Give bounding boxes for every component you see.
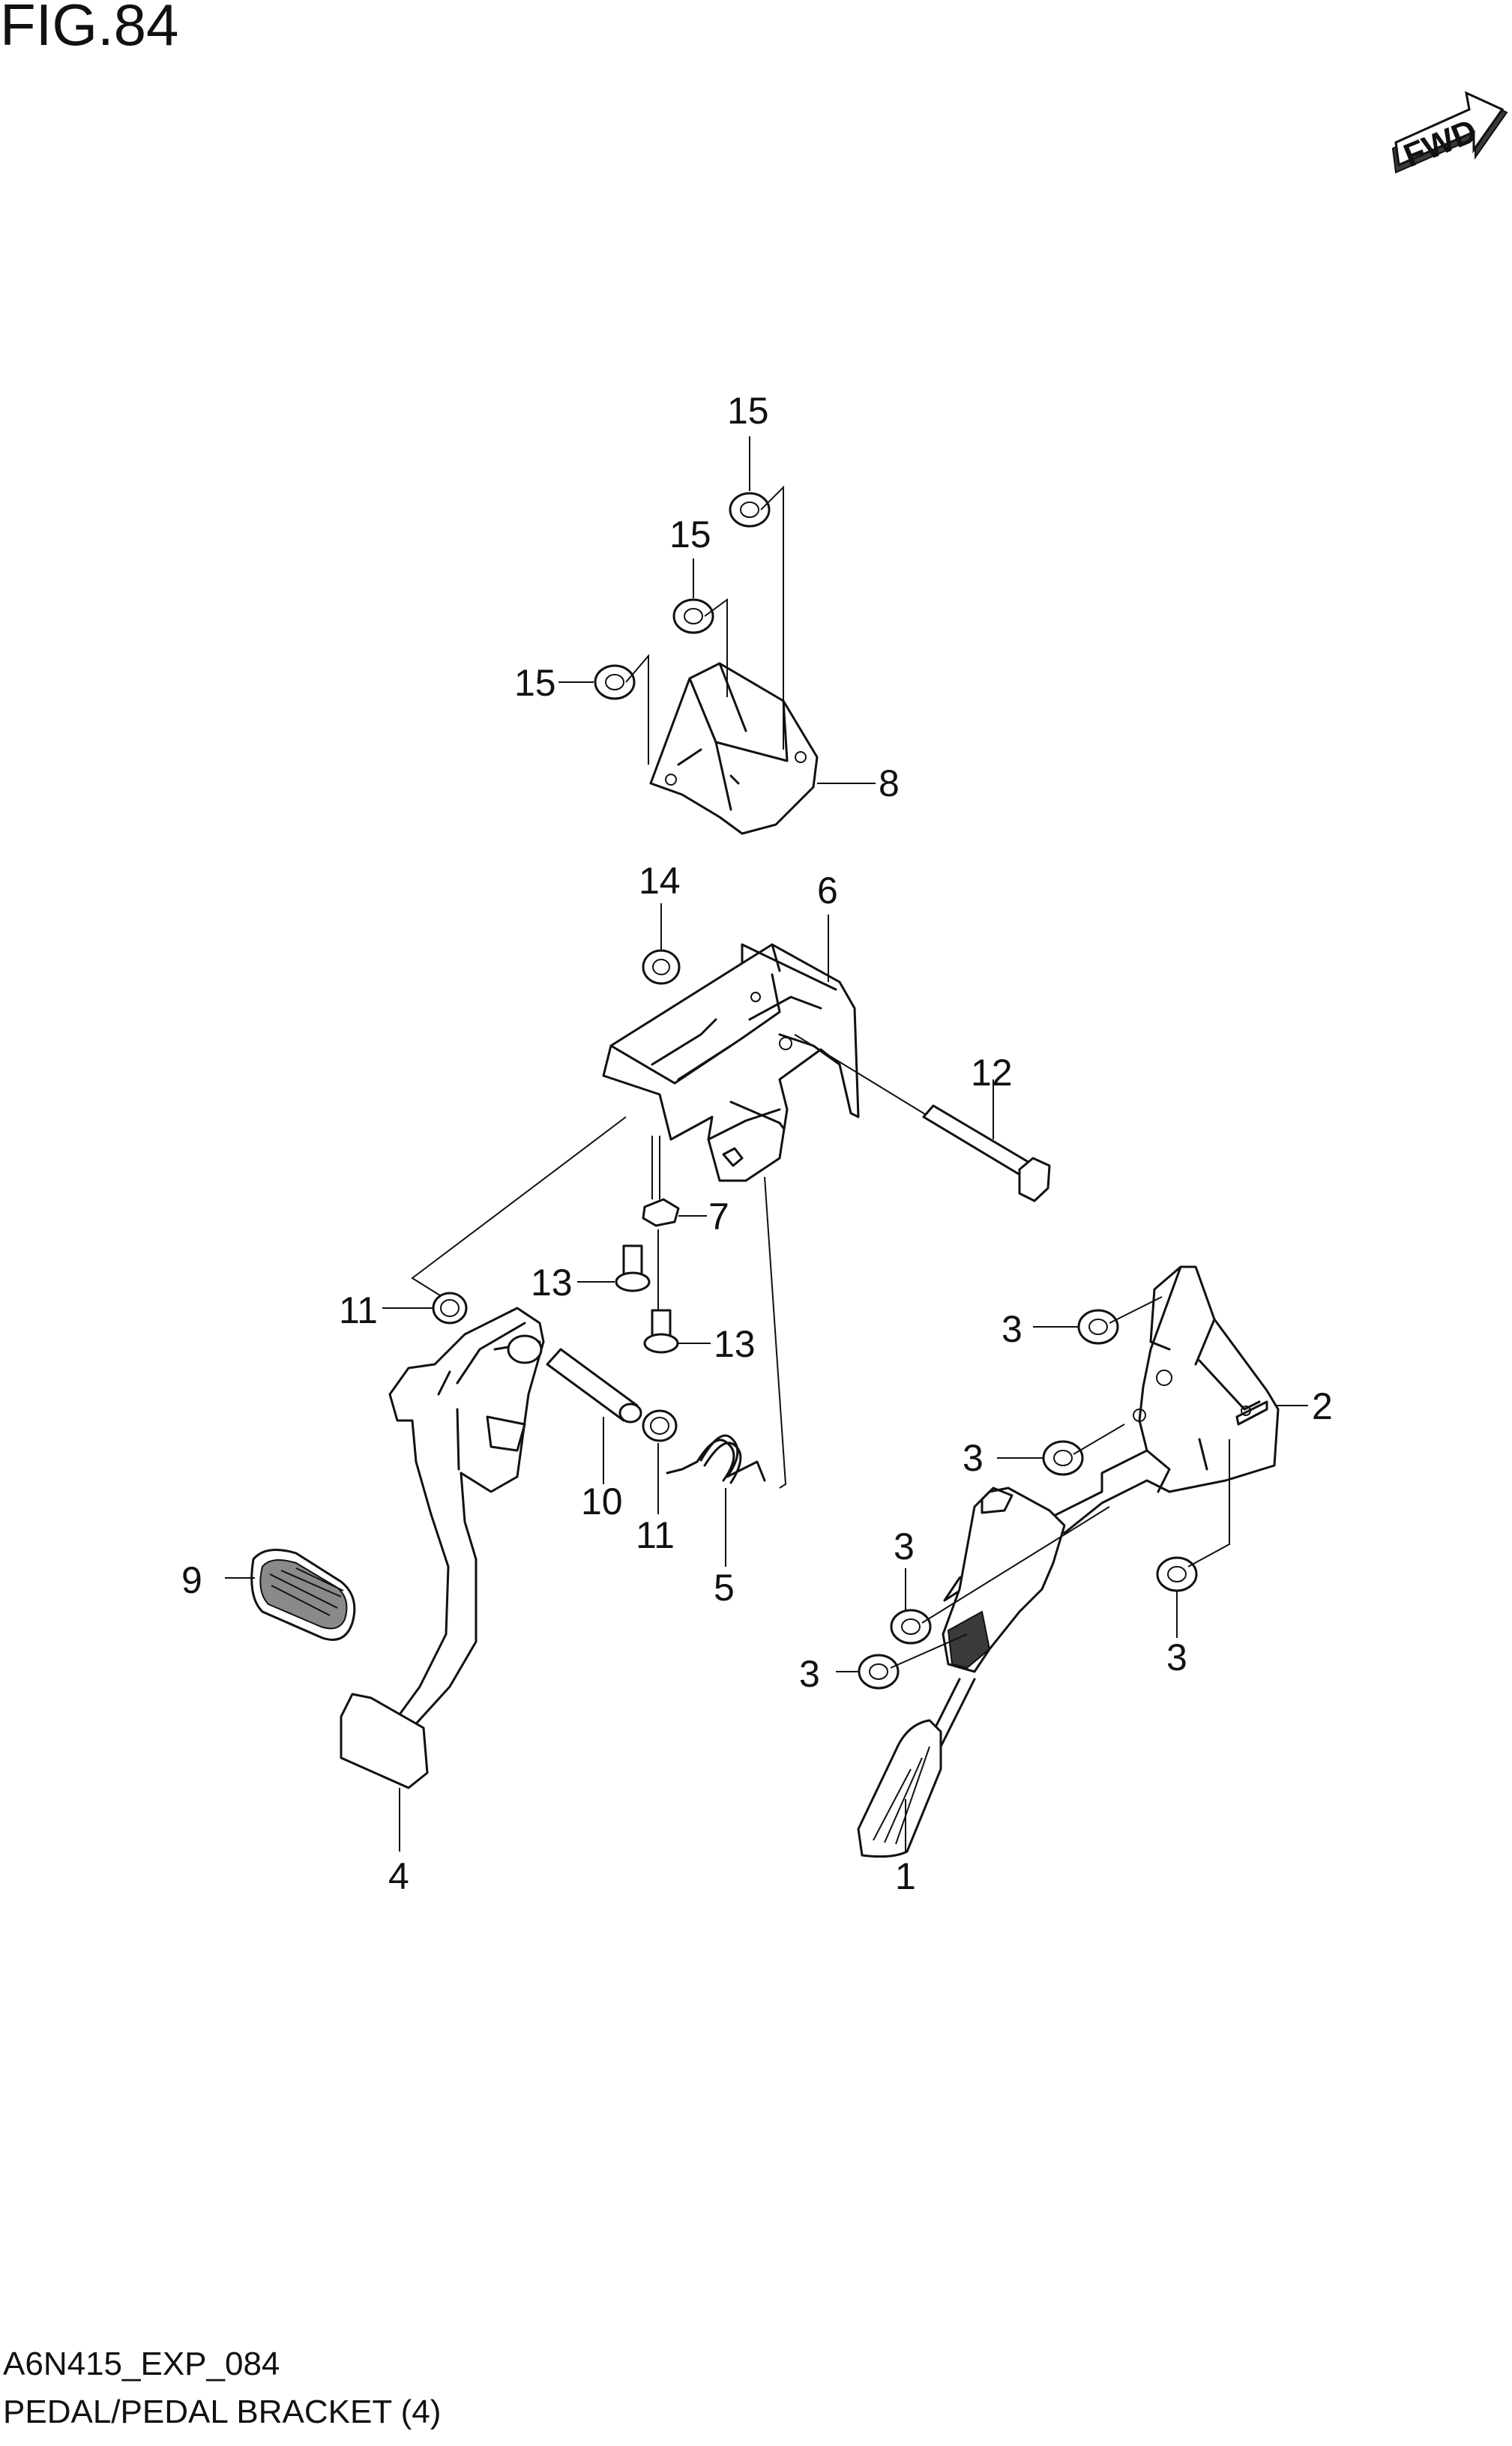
callout-15-left: 15 [514, 662, 556, 704]
callout-3-mid: 3 [963, 1437, 984, 1479]
flange-nut-14 [642, 949, 681, 985]
flange-nut-15-left [594, 664, 636, 700]
clip-7 [642, 1136, 680, 1227]
callout-11-right: 11 [636, 1514, 675, 1556]
callout-3-lower-left: 3 [799, 1653, 820, 1695]
pivot-pin-10 [546, 1348, 642, 1424]
flange-nut-3-d [858, 1654, 900, 1690]
return-spring-5 [666, 1434, 766, 1484]
flange-nut-15-middle [672, 598, 714, 634]
callout-13-upper: 13 [531, 1262, 573, 1304]
brake-pedal-arm [340, 1307, 545, 1789]
upper-mounting-bracket [649, 662, 819, 835]
callout-3-top: 3 [1002, 1308, 1022, 1350]
callout-14: 14 [639, 860, 681, 902]
callout-10: 10 [581, 1480, 623, 1522]
callout-12: 12 [971, 1052, 1013, 1094]
reference-code: A6N415_EXP_084 [3, 2346, 280, 2382]
pedal-bracket [602, 943, 860, 1182]
callout-3-right: 3 [1166, 1636, 1187, 1678]
callout-7: 7 [708, 1196, 729, 1238]
callout-leaders [225, 436, 1308, 1852]
bushing-11-left [432, 1292, 468, 1325]
callout-6: 6 [817, 870, 838, 912]
callout-11-left: 11 [339, 1289, 378, 1331]
forward-arrow-icon [1391, 91, 1508, 174]
accelerator-pedal-1 [857, 1486, 1066, 1858]
fwd-badge: FWD [1391, 91, 1508, 175]
callout-5: 5 [714, 1567, 735, 1609]
callout-15-top: 15 [727, 390, 769, 432]
accelerator-bracket [943, 1265, 1280, 1602]
callout-9: 9 [181, 1559, 202, 1601]
bushing-11-right [642, 1409, 678, 1442]
bolt-13-lower [643, 1309, 679, 1354]
flange-nut-3-b [1042, 1440, 1084, 1476]
pedal-pad-9 [250, 1549, 356, 1641]
callout-15-middle: 15 [669, 513, 711, 555]
callout-13-lower: 13 [714, 1323, 756, 1365]
callout-1: 1 [895, 1855, 916, 1897]
bolt-13-upper [615, 1244, 651, 1292]
flange-nut-3-c [890, 1609, 932, 1645]
callout-2: 2 [1312, 1385, 1333, 1427]
callout-3-upper-left: 3 [894, 1525, 915, 1567]
callout-4: 4 [388, 1855, 409, 1897]
figure-title: FIG.84 [0, 0, 179, 58]
flange-nut-3-a [1077, 1309, 1119, 1345]
flange-nut-15-top [729, 492, 771, 528]
callout-8: 8 [879, 762, 900, 804]
figure-caption: PEDAL/PEDAL BRACKET (4) [3, 2394, 442, 2430]
pivot-bolt-12 [794, 1034, 1051, 1202]
callout-numbers: 15 15 15 8 14 6 12 7 13 13 11 10 11 5 3 … [181, 390, 1333, 1897]
flange-nut-3-e [1156, 1556, 1198, 1592]
